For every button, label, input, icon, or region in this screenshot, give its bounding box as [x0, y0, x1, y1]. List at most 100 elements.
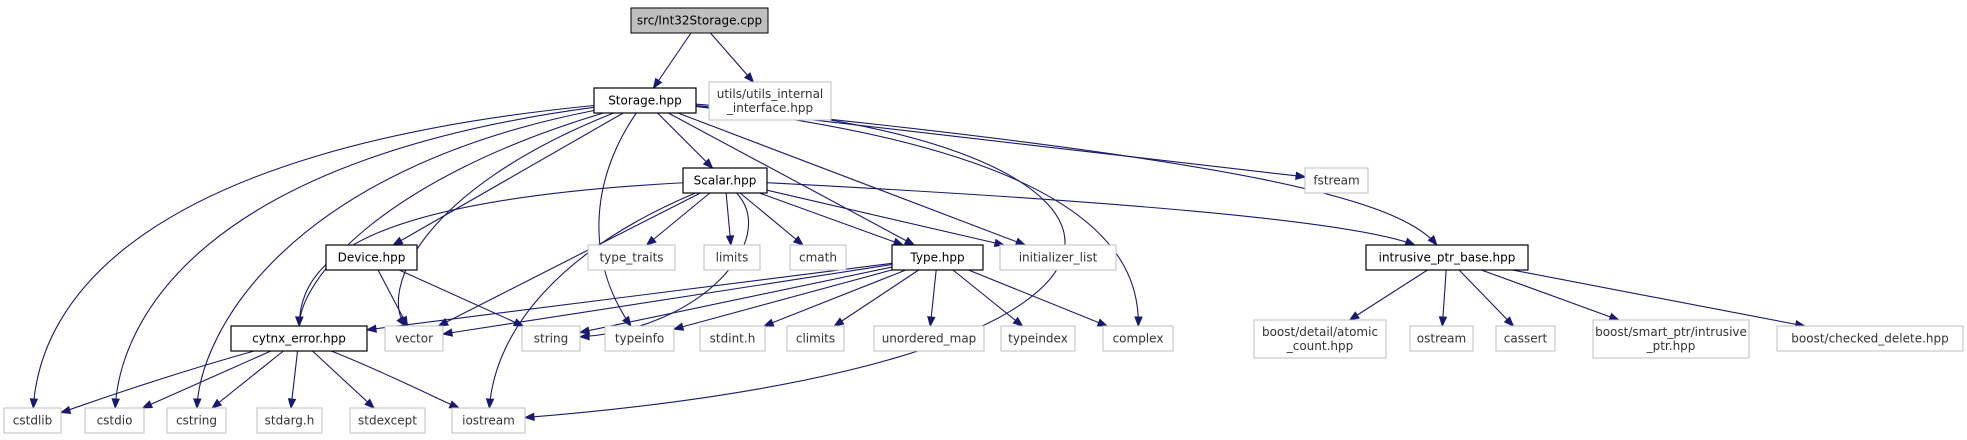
node-box: [521, 325, 581, 352]
node-box: [593, 87, 697, 114]
arrowhead-device: [392, 236, 404, 246]
node-initlist: initializer_list: [999, 244, 1117, 271]
node-box: [1000, 325, 1076, 352]
arrowhead-cstdio: [141, 400, 154, 409]
node-label: stdarg.h: [265, 414, 315, 428]
edge-storage-to-vector: [397, 112, 614, 327]
node-scalar[interactable]: Scalar.hpp: [682, 167, 768, 194]
edge-device-to-vector: [377, 269, 408, 327]
arrowhead-intrusive: [1404, 237, 1416, 246]
node-box: [708, 81, 832, 121]
arrowhead-type: [903, 236, 916, 246]
arrowhead-climits: [833, 317, 845, 327]
node-box: [703, 244, 761, 271]
arrowhead-vector: [399, 315, 409, 328]
node-label: iostream: [462, 414, 515, 428]
node-box: [84, 407, 145, 434]
node-label: Type.hpp: [909, 251, 964, 265]
edges-layer: [29, 32, 1807, 422]
node-stdarg: stdarg.h: [256, 407, 323, 434]
edge-storage-to-cstdio: [114, 106, 595, 409]
node-utils: utils/utils_internal_interface.hpp: [708, 81, 832, 121]
edge-intrusive-to-boostchecked: [1512, 269, 1805, 327]
arrowhead-limits: [725, 235, 735, 247]
arrowhead-fstream: [1295, 171, 1307, 180]
edge-type-to-climits: [834, 269, 919, 327]
arrowhead-stdarg: [287, 398, 297, 410]
edge-scalar-to-initlist: [766, 189, 1005, 246]
node-label: _ptr.hpp: [1646, 339, 1696, 353]
edge-storage-to-typeinfo: [598, 112, 637, 327]
node-box: [999, 244, 1117, 271]
edge-storage-to-cstring: [196, 109, 595, 409]
arrowhead-cstdio: [111, 398, 120, 410]
node-iostream: iostream: [451, 407, 526, 434]
node-root[interactable]: src/Int32Storage.cpp: [630, 7, 769, 34]
node-complex: complex: [1102, 325, 1174, 352]
edge-type-to-typeinfo: [673, 269, 893, 330]
edge-root-to-storage: [653, 32, 692, 89]
node-box: [873, 325, 985, 352]
node-cmath: cmath: [789, 244, 847, 271]
arrowhead-iostream: [523, 412, 535, 422]
edge-type-to-stdint: [763, 269, 907, 327]
node-limits: limits: [703, 244, 761, 271]
edge-scalar-to-vector: [438, 192, 701, 327]
edge-storage-to-device: [393, 112, 624, 246]
node-boostchecked: boost/checked_delete.hpp: [1776, 325, 1964, 352]
edge-storage-to-type: [668, 112, 915, 246]
arrowhead-initlist: [1014, 237, 1027, 246]
node-label: unordered_map: [882, 332, 977, 346]
node-label: cstring: [176, 414, 217, 428]
node-label: climits: [796, 332, 835, 346]
node-box: [1365, 244, 1529, 271]
node-boostatomic: boost/detail/atomic_count.hpp: [1253, 319, 1387, 359]
edge-scalar-to-typetraits: [646, 192, 711, 246]
node-cstdio: cstdio: [84, 407, 145, 434]
edge-scalar-to-intrusive: [766, 182, 1415, 246]
node-box: [699, 325, 766, 352]
arrowhead-intrusive: [1427, 234, 1438, 247]
arrowhead-cmath: [792, 235, 804, 246]
edge-type-to-complex: [968, 269, 1108, 327]
edge-intrusive-to-cassert: [1458, 269, 1514, 327]
node-box: [1102, 325, 1174, 352]
edge-cytnx-to-cstdlib: [60, 350, 255, 414]
node-boostsmart: boost/smart_ptr/intrusive_ptr.hpp: [1592, 319, 1750, 359]
node-box: [891, 244, 984, 271]
arrowhead-type: [892, 237, 905, 246]
edge-device-to-string: [398, 269, 524, 327]
node-box: [682, 167, 768, 194]
node-intrusive[interactable]: intrusive_ptr_base.hpp: [1365, 244, 1529, 271]
edge-cytnx-to-iostream: [330, 350, 460, 409]
node-box: [1409, 325, 1474, 352]
node-box: [786, 325, 845, 352]
arrowhead-cstring: [193, 398, 202, 410]
node-storage[interactable]: Storage.hpp: [593, 87, 697, 114]
node-vector: vector: [384, 325, 444, 352]
node-box: [587, 244, 676, 271]
edge-storage-to-initlist: [677, 112, 1026, 246]
node-type[interactable]: Type.hpp: [891, 244, 984, 271]
edge-scalar-to-cytnx: [298, 182, 684, 327]
arrowhead-unordered: [927, 316, 936, 328]
edge-scalar-to-iostream: [488, 192, 696, 409]
node-label: stdint.h: [710, 332, 756, 346]
node-device[interactable]: Device.hpp: [325, 244, 418, 271]
node-box: [230, 325, 368, 352]
arrowhead-vector: [441, 328, 454, 337]
edge-intrusive-to-boostatomic: [1349, 269, 1428, 321]
arrowhead-cassert: [1503, 316, 1515, 327]
node-stdint: stdint.h: [699, 325, 766, 352]
node-cytnx[interactable]: cytnx_error.hpp: [230, 325, 368, 352]
edge-storage-to-cstdlib: [32, 104, 595, 409]
arrowhead-utils: [743, 72, 755, 84]
arrowhead-typetraits: [645, 235, 657, 246]
edge-scalar-to-type: [759, 192, 904, 246]
node-label: complex: [1113, 332, 1164, 346]
edge-storage-to-complex: [695, 105, 1139, 327]
node-label: Scalar.hpp: [694, 174, 757, 188]
arrowhead-string: [578, 326, 591, 335]
node-string: string: [521, 325, 581, 352]
